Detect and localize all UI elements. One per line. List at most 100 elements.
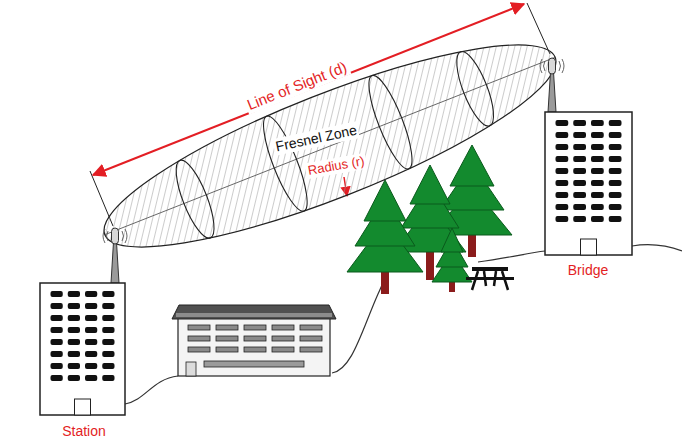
window: [573, 216, 586, 222]
zone-ring: [361, 71, 420, 173]
window: [556, 192, 569, 198]
tree: [450, 145, 494, 186]
window: [556, 120, 569, 126]
window: [102, 327, 114, 333]
window: [68, 315, 80, 321]
window-rows: [186, 322, 326, 355]
window: [609, 132, 622, 138]
window: [609, 192, 622, 198]
tree: [410, 165, 450, 204]
window: [591, 144, 604, 150]
window: [591, 132, 604, 138]
window: [556, 216, 569, 222]
signal-arcs: [103, 229, 127, 243]
node-shape: [536, 46, 640, 280]
picnic-bench: [466, 277, 514, 280]
zone-ring: [169, 156, 222, 242]
tree-trunk: [468, 235, 476, 257]
window: [609, 204, 622, 210]
tree-trunk: [449, 282, 455, 292]
window: [51, 303, 63, 309]
window: [51, 291, 63, 297]
window: [51, 375, 63, 381]
ground-line: [125, 376, 178, 404]
window: [68, 351, 80, 357]
low-building: [178, 318, 330, 376]
station-building: Station: [34, 220, 134, 441]
window: [591, 180, 604, 186]
window: [102, 315, 114, 321]
roof-band: [176, 313, 332, 317]
window: [68, 339, 80, 345]
window: [68, 303, 80, 309]
antenna: [549, 58, 556, 74]
window: [68, 363, 80, 369]
node-shape: [34, 220, 134, 441]
window: [573, 168, 586, 174]
bridge-building: Bridge: [536, 46, 640, 280]
window: [102, 351, 114, 357]
node-label: Station: [60, 423, 108, 440]
window: [85, 339, 97, 345]
window: [68, 327, 80, 333]
building-body: [545, 112, 632, 255]
window: [102, 363, 114, 369]
window: [102, 291, 114, 297]
antenna-mast: [111, 242, 119, 283]
window: [591, 120, 604, 126]
window: [102, 303, 114, 309]
window: [85, 303, 97, 309]
window: [85, 291, 97, 297]
window: [573, 204, 586, 210]
label-anchor: Line of Sight (d): [243, 57, 352, 115]
window: [102, 339, 114, 345]
building-body: [40, 283, 125, 415]
window: [609, 120, 622, 126]
window: [609, 168, 622, 174]
window: [85, 363, 97, 369]
table-legs: [472, 271, 508, 290]
window: [609, 216, 622, 222]
window: [51, 363, 63, 369]
window: [556, 180, 569, 186]
window: [85, 351, 97, 357]
window: [591, 204, 604, 210]
tree-trunk: [426, 252, 434, 280]
window: [556, 156, 569, 162]
window: [556, 144, 569, 150]
window: [609, 144, 622, 150]
window: [573, 156, 586, 162]
fresnel-outline: [86, 9, 574, 283]
window: [609, 156, 622, 162]
window: [102, 375, 114, 381]
dimension-label: Line of Sight (d): [243, 57, 352, 115]
ground-line: [478, 251, 545, 262]
window: [591, 216, 604, 222]
window: [609, 180, 622, 186]
window: [591, 156, 604, 162]
window: [51, 351, 63, 357]
window: [85, 327, 97, 333]
tree: [441, 228, 463, 252]
window: [573, 180, 586, 186]
building-roof: [172, 305, 336, 319]
tree-trunk: [381, 272, 389, 294]
window-slot: [204, 361, 304, 367]
ground-line: [332, 258, 400, 373]
window: [591, 192, 604, 198]
antenna: [112, 228, 119, 244]
window: [573, 144, 586, 150]
window: [573, 120, 586, 126]
fresnel-ellipse: [86, 9, 574, 283]
window: [51, 315, 63, 321]
window: [51, 327, 63, 333]
label-anchor: Radius (r): [304, 151, 367, 179]
window: [556, 132, 569, 138]
window: [556, 204, 569, 210]
window: [573, 132, 586, 138]
window: [68, 291, 80, 297]
zone-ring: [449, 47, 500, 130]
node-label: Bridge: [566, 262, 610, 279]
signal-arcs: [540, 59, 564, 73]
